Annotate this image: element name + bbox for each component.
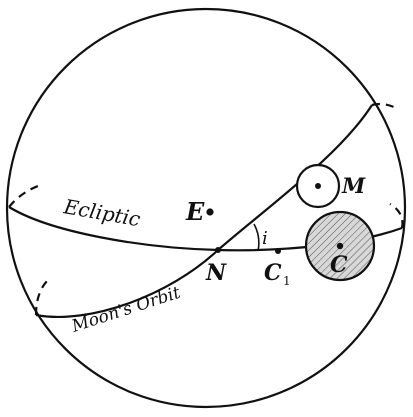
ecliptic-label: Ecliptic: [61, 194, 142, 231]
c1-subscript: 1: [283, 274, 291, 288]
ecliptic-back-right: [390, 204, 403, 228]
moon-center-point: [315, 183, 321, 189]
earth-label: E: [185, 197, 205, 226]
node-label: N: [205, 260, 227, 286]
moon-orbit-back-left: [36, 280, 48, 315]
earth-point: [206, 208, 213, 215]
moon-label: M: [341, 173, 366, 198]
shadow-center-point: [337, 243, 343, 249]
c1-point: [275, 248, 281, 254]
node-point: [215, 247, 221, 253]
c1-label: C: [264, 260, 282, 286]
inclination-arc: [254, 224, 259, 251]
inclination-label: i: [262, 228, 268, 249]
moon-orbit-label: Moon's Orbit: [68, 283, 183, 337]
ecliptic-back-left: [9, 186, 38, 207]
shadow-center-label: C: [330, 252, 348, 278]
